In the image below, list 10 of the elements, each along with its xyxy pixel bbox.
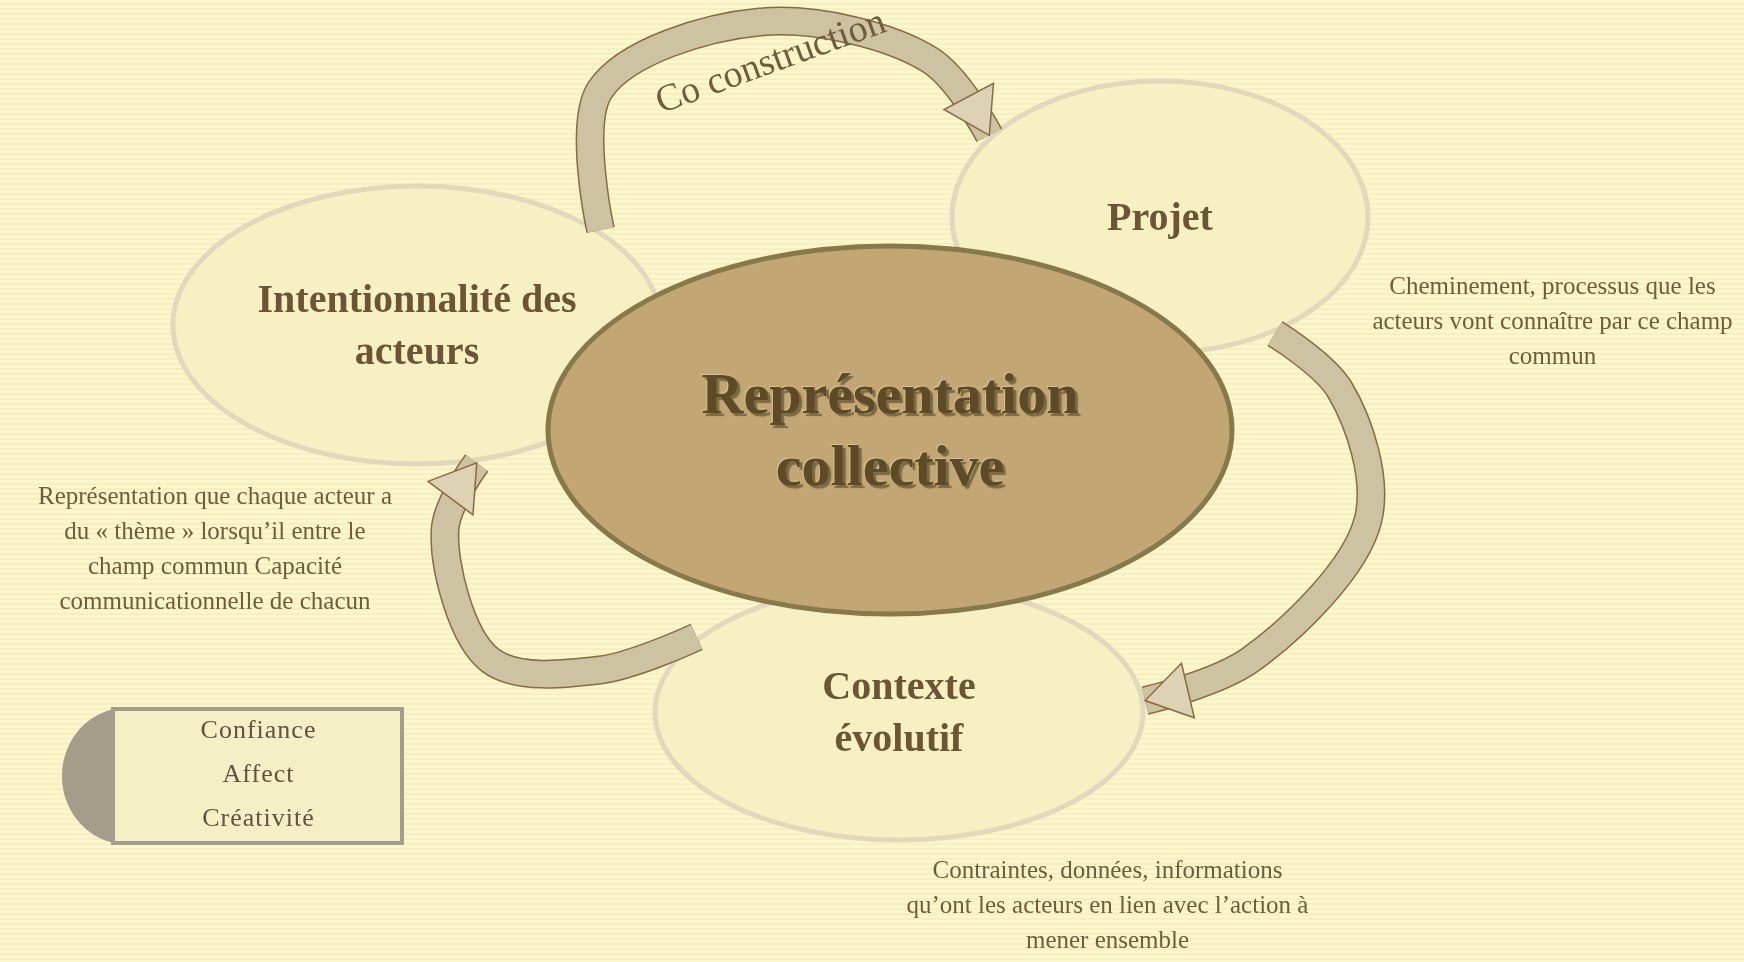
- list-item: Confiance: [199, 715, 318, 745]
- annotation-text: Contraintes, données, informations qu’ont les acteurs en lien avec l’action à mener ensemble: [905, 855, 1310, 955]
- node-title: Projet: [1106, 193, 1214, 241]
- node-title: Intentionnalité des acteurs: [256, 275, 578, 375]
- list-item: Créativité: [201, 803, 316, 833]
- node-title: Contexte évolutif: [821, 662, 977, 762]
- list-item: Affect: [221, 759, 296, 789]
- annotation-text: Représentation que chaque acteur a du « thème » lorsqu’il entre le champ commun Capacité communicationnelle de chacun: [37, 481, 393, 616]
- annotation-text: Cheminement, processus que les acteurs vont connaître par ce champ commun: [1371, 271, 1734, 371]
- node-title: Représentation collective: [700, 359, 1080, 500]
